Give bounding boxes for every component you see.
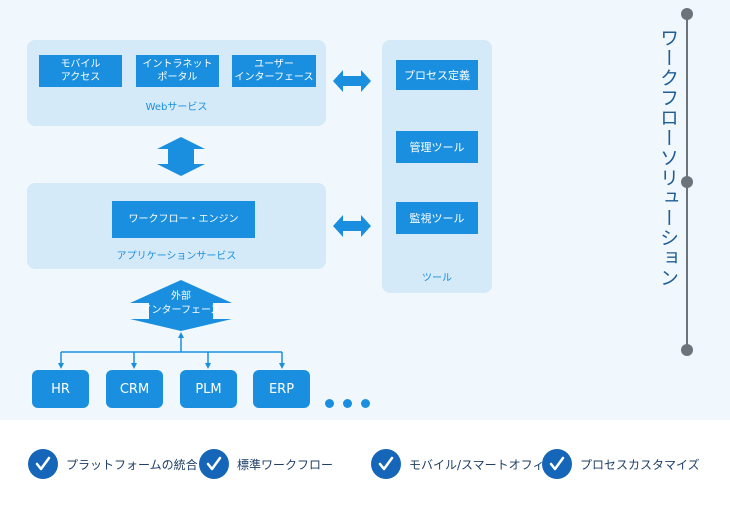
- drop-arrow-erp: [279, 363, 285, 369]
- ellipsis-dot-3: [361, 399, 370, 408]
- double-arrow-mid: [333, 215, 371, 237]
- timeline-dot-middle: [681, 176, 693, 188]
- double-arrow-top: [333, 70, 371, 92]
- feature-platform-integration: プラットフォームの統合: [28, 449, 198, 479]
- workflow-solution-title: ワークフローソリューション: [657, 28, 679, 288]
- check-icon: [371, 449, 401, 479]
- feature-standard-workflow: 標準ワークフロー: [199, 449, 333, 479]
- system-hr: HR: [32, 370, 89, 408]
- timeline-dot-top: [681, 8, 693, 20]
- intranet-portal-box: イントラネット ポータル: [136, 55, 219, 87]
- feature-label: 標準ワークフロー: [237, 457, 334, 472]
- check-icon: [542, 449, 572, 479]
- user-interface-box: ユーザー インターフェース: [232, 55, 316, 87]
- external-interface-label: 外部 インターフェース: [141, 291, 221, 316]
- workflow-engine-box: ワークフロー・エンジン: [112, 201, 255, 238]
- drop-arrow-hr: [58, 363, 64, 369]
- application-services-caption: アプリケーションサービス: [116, 251, 237, 262]
- monitoring-tool-box: 監視ツール: [396, 202, 478, 234]
- ellipsis-dot-1: [325, 399, 334, 408]
- external-interface-shape: [130, 280, 232, 331]
- timeline-dot-bottom: [681, 344, 693, 356]
- web-services-caption: Webサービス: [145, 102, 208, 113]
- feature-label: モバイル/スマートオフィス: [409, 457, 557, 472]
- system-erp: ERP: [253, 370, 310, 408]
- feature-label: プラットフォームの統合: [66, 457, 198, 472]
- process-definition-box: プロセス定義: [396, 60, 478, 90]
- drop-arrow-crm: [131, 363, 137, 369]
- feature-mobile-smart-office: モバイル/スマートオフィス: [371, 449, 556, 479]
- check-icon: [28, 449, 58, 479]
- drop-arrow-plm: [205, 363, 211, 369]
- tools-caption: ツール: [422, 273, 452, 284]
- system-plm: PLM: [180, 370, 237, 408]
- system-crm: CRM: [106, 370, 163, 408]
- feature-label: プロセスカスタマイズ: [580, 457, 700, 472]
- ellipsis-dot-2: [343, 399, 352, 408]
- up-connector-arrow: [178, 332, 184, 338]
- vertical-double-arrow: [157, 137, 205, 176]
- check-icon: [199, 449, 229, 479]
- management-tool-box: 管理ツール: [396, 131, 478, 163]
- mobile-access-box: モバイル アクセス: [39, 55, 122, 87]
- feature-process-customize: プロセスカスタマイズ: [542, 449, 700, 479]
